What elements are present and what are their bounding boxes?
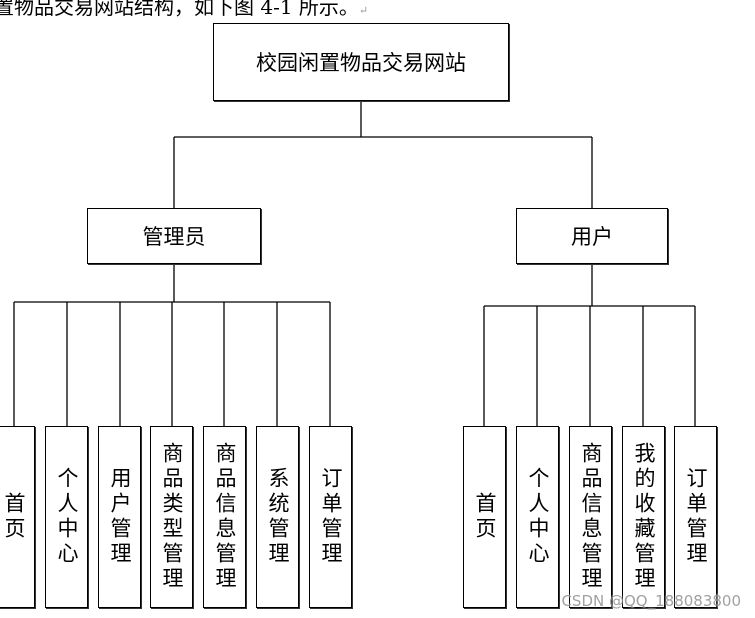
- branch-node-user: 用户: [516, 208, 668, 264]
- root-node: 校园闲置物品交易网站: [213, 23, 509, 101]
- leaf-node-label: 我的收藏管理: [632, 442, 656, 592]
- leaf-node-admin-product-mgmt: 商品信息管理: [203, 426, 246, 608]
- leaf-node-label: 首页: [473, 492, 497, 542]
- leaf-node-label: 订单管理: [684, 467, 708, 567]
- watermark-text: CSDN @QQ_188083800: [561, 592, 741, 610]
- branch-node-label: 管理员: [142, 225, 206, 249]
- leaf-node-user-product-mgmt: 商品信息管理: [569, 426, 612, 608]
- leaf-node-label: 商品类型管理: [160, 442, 184, 592]
- leaf-node-label: 个人中心: [526, 467, 550, 567]
- leaf-node-admin-system-mgmt: 系统管理: [256, 426, 299, 608]
- leaf-node-label: 商品信息管理: [579, 442, 603, 592]
- leaf-node-label: 首页: [2, 492, 26, 542]
- leaf-node-label: 商品信息管理: [213, 442, 237, 592]
- leaf-node-user-order-mgmt: 订单管理: [674, 426, 717, 608]
- leaf-node-user-favorites-mgmt: 我的收藏管理: [622, 426, 665, 608]
- caption-text: 置物品交易网站结构，如下图 4-1 所示。↵: [0, 0, 368, 20]
- leaf-node-user-home: 首页: [463, 426, 506, 608]
- leaf-node-admin-category-mgmt: 商品类型管理: [150, 426, 193, 608]
- leaf-node-user-profile: 个人中心: [516, 426, 559, 608]
- branch-node-admin: 管理员: [87, 208, 261, 264]
- leaf-node-label: 个人中心: [55, 467, 79, 567]
- root-node-label: 校园闲置物品交易网站: [256, 51, 466, 75]
- leaf-node-admin-user-mgmt: 用户管理: [98, 426, 141, 608]
- leaf-node-admin-profile: 个人中心: [45, 426, 88, 608]
- branch-node-label: 用户: [571, 225, 613, 249]
- leaf-node-label: 系统管理: [266, 467, 290, 567]
- leaf-node-admin-home: 首页: [0, 426, 35, 608]
- caption-sentence: 置物品交易网站结构，如下图 4-1 所示。: [0, 0, 359, 19]
- paragraph-mark: ↵: [358, 4, 369, 17]
- leaf-node-label: 订单管理: [319, 467, 343, 567]
- leaf-node-admin-order-mgmt: 订单管理: [309, 426, 352, 608]
- leaf-node-label: 用户管理: [108, 467, 132, 567]
